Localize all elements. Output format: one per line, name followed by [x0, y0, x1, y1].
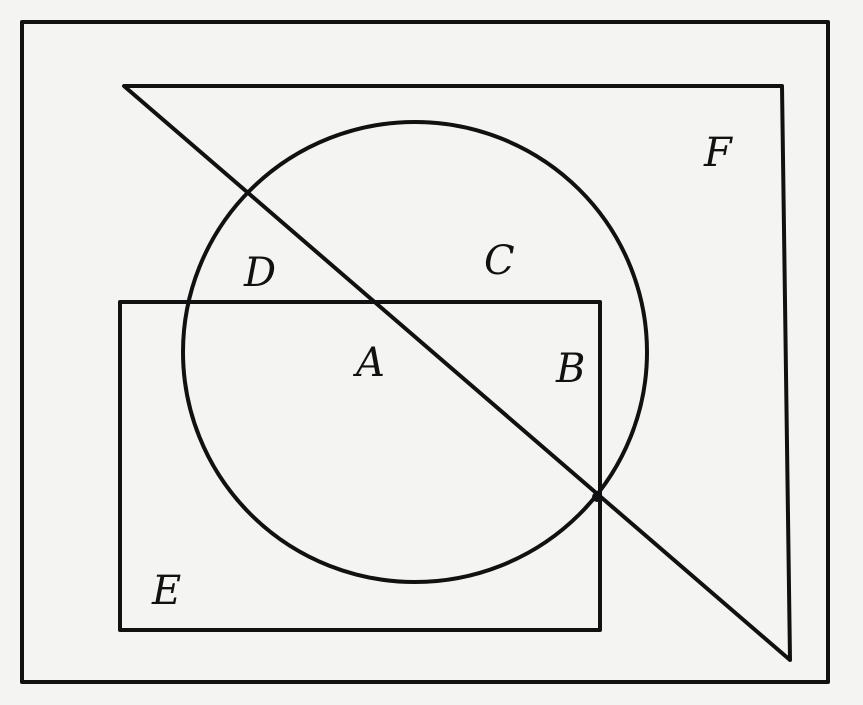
label-f: F [703, 130, 733, 176]
intersection-point [592, 492, 602, 502]
label-e: E [151, 568, 181, 614]
rectangle-shape [118, 300, 602, 632]
circle-shape [181, 120, 649, 584]
label-c: C [484, 238, 515, 284]
label-b: B [555, 346, 585, 392]
label-a: A [352, 340, 385, 386]
outer-frame [20, 20, 830, 684]
label-d: D [243, 250, 276, 296]
triangle-shape [122, 84, 792, 662]
